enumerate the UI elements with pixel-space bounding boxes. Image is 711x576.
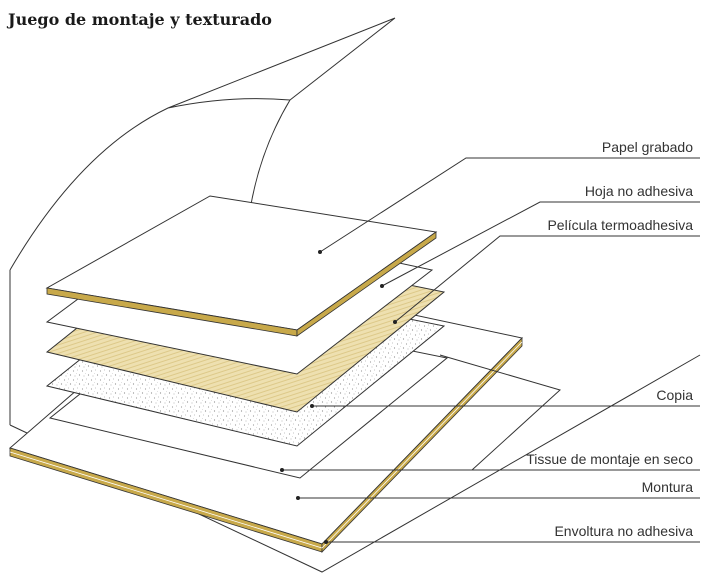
diagram-title: Juego de montaje y texturado (6, 10, 272, 29)
label-copia: Copia (656, 387, 693, 403)
label-pelicula-termoadhesiva: Película termoadhesiva (547, 217, 693, 233)
dot-envoltura (324, 540, 328, 544)
dot-papel-grabado (318, 250, 322, 254)
envoltura-outline (9, 17, 701, 573)
dot-pelicula (393, 320, 397, 324)
dot-montura (296, 496, 300, 500)
dot-hoja-no-adhesiva (380, 284, 384, 288)
leader-tissue (282, 354, 561, 471)
label-papel-grabado: Papel grabado (602, 139, 693, 155)
leader-hoja-no-adhesiva (381, 201, 700, 287)
label-montura: Montura (642, 479, 694, 495)
papel-grabado-sheet (45, 195, 438, 337)
label-tissue: Tissue de montaje en seco (526, 451, 693, 467)
dot-copia (310, 404, 314, 408)
leader-papel-grabado (319, 157, 700, 253)
label-hoja-no-adhesiva: Hoja no adhesiva (585, 183, 693, 199)
dot-tissue (280, 468, 284, 472)
leader-pelicula (394, 235, 700, 323)
label-envoltura: Envoltura no adhesiva (554, 523, 693, 539)
